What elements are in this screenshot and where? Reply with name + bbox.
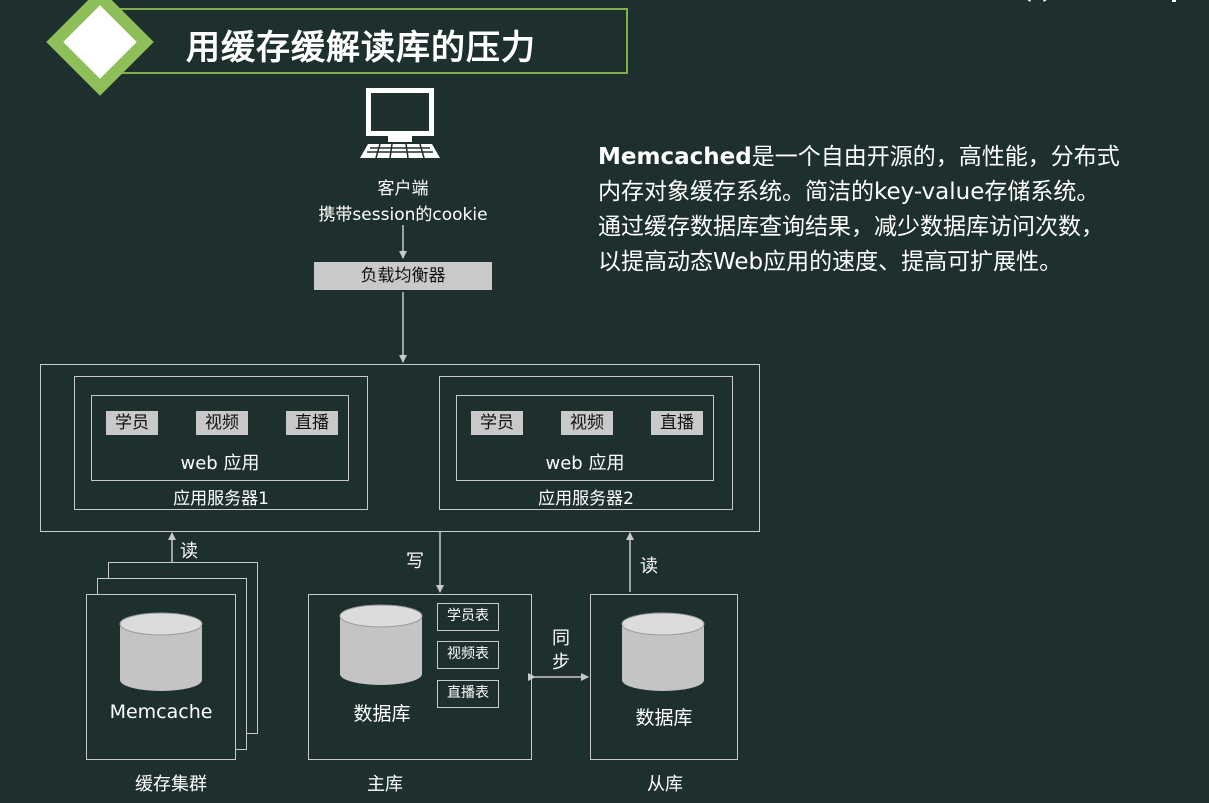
cache-caption: 缓存集群 (135, 774, 207, 795)
app-server-label: 应用服务器2 (538, 489, 634, 509)
memcached-description: Memcached是一个自由开源的，高性能，分布式 内存对象缓存系统。简洁的ke… (598, 140, 1208, 280)
write-label: 写 (406, 551, 424, 572)
module-tag: 视频 (196, 411, 248, 435)
app-server-2 (439, 376, 733, 510)
client-cookie-note: 携带session的cookie (318, 205, 488, 225)
slide-title: 用缓存缓解读库的压力 (186, 28, 536, 68)
description-line-2: 内存对象缓存系统。简洁的key-value存储系统。 (598, 179, 1100, 205)
slave-caption: 从库 (647, 774, 683, 795)
web-app-label: web 应用 (180, 453, 260, 474)
web-app-1 (91, 395, 349, 481)
app-server-1 (74, 376, 368, 510)
slave-database-icon (621, 612, 705, 691)
master-db-name: 数据库 (353, 703, 411, 725)
title-banner (120, 8, 628, 74)
read-label-right: 读 (640, 556, 658, 577)
web-app-2 (456, 395, 714, 481)
app-server-label: 应用服务器1 (173, 489, 269, 509)
server-cluster (40, 364, 760, 532)
module-tag: 学员 (471, 411, 523, 435)
load-balancer: 负载均衡器 (314, 262, 492, 290)
table-tag: 直播表 (437, 680, 499, 708)
description-line-1: 是一个自由开源的，高性能，分布式 (751, 144, 1120, 170)
description-line-4: 以提高动态Web应用的速度、提高可扩展性。 (598, 249, 1063, 275)
master-caption: 主库 (367, 774, 403, 795)
computer-icon (360, 88, 440, 159)
read-label-left: 读 (180, 541, 198, 562)
slave-db-name: 数据库 (635, 707, 693, 729)
table-tag: 视频表 (437, 641, 499, 669)
slave-db-box (590, 594, 738, 760)
module-tag: 视频 (561, 411, 613, 435)
web-app-label: web 应用 (545, 453, 625, 474)
memcached-term: Memcached (598, 144, 752, 170)
sync-label-1: 同 (552, 628, 570, 649)
master-database-icon (339, 604, 423, 685)
description-line-3: 通过缓存数据库查询结果，减少数据库访问次数， (598, 214, 1104, 240)
client-label: 客户端 (377, 179, 429, 199)
cache-name: Memcache (109, 701, 213, 723)
sync-label-2: 步 (552, 652, 570, 673)
module-tag: 直播 (651, 411, 703, 435)
table-tag: 学员表 (437, 603, 499, 631)
module-tag: 直播 (286, 411, 338, 435)
module-tag: 学员 (106, 411, 158, 435)
master-db-box (308, 594, 532, 760)
cache-database-icon (119, 612, 203, 691)
